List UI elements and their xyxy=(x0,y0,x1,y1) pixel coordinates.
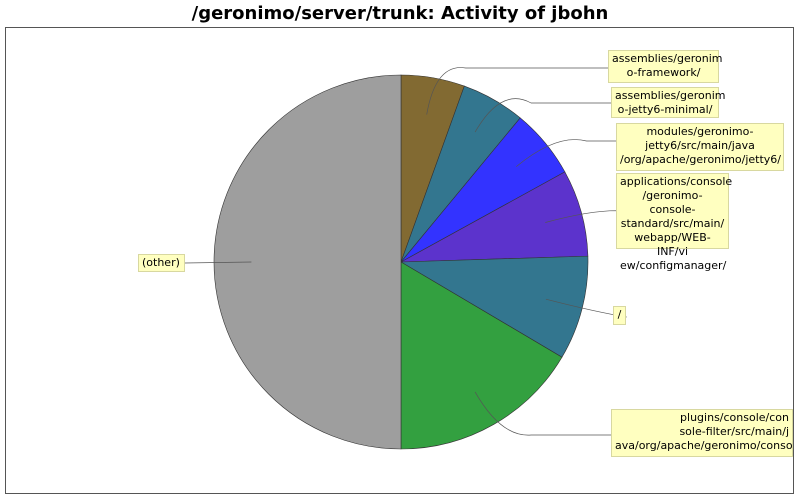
leader-line xyxy=(474,391,611,436)
pie-slice xyxy=(400,261,563,450)
slice-label: plugins/console/con sole-filter/src/main… xyxy=(611,409,793,457)
leader-line xyxy=(184,261,252,264)
chart-title: /geronimo/server/trunk: Activity of jboh… xyxy=(191,3,609,24)
slice-label: applications/console /geronimo-console- … xyxy=(616,173,732,272)
pie-slice xyxy=(213,74,402,450)
slice-label: (other) xyxy=(138,254,185,272)
pie-chart xyxy=(184,67,627,450)
slice-label: assemblies/geronim o-framework/ xyxy=(608,50,723,83)
slice-label: assemblies/geronim o-jetty6-minimal/ xyxy=(611,87,726,118)
leader-line xyxy=(474,98,611,133)
slice-label: / xyxy=(613,306,626,325)
pie-slice xyxy=(399,255,589,358)
leader-line xyxy=(516,139,616,167)
leader-line xyxy=(426,67,608,115)
slice-label: modules/geronimo- jetty6/src/main/java /… xyxy=(616,123,784,171)
plot-area: assemblies/geronim o-framework/assemblie… xyxy=(5,27,794,494)
